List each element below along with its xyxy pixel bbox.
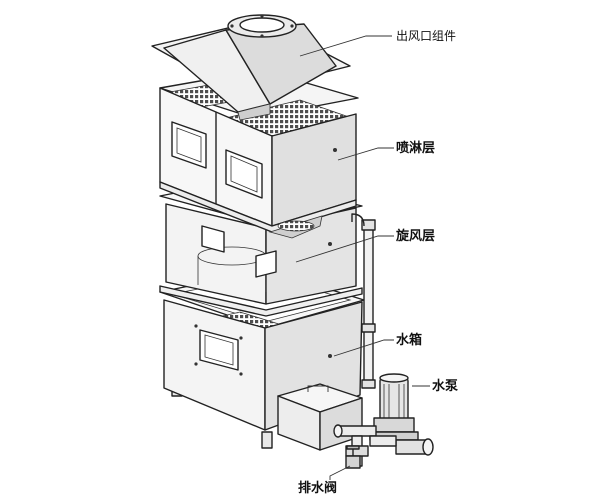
label-outlet-assembly: 出风口组件 xyxy=(396,29,456,43)
leader-spray xyxy=(337,147,394,161)
cyclone-window-right-icon xyxy=(255,250,277,278)
leader-outlet xyxy=(299,35,392,57)
outlet-assembly xyxy=(151,14,351,121)
leader-valve xyxy=(329,465,351,480)
water-pump-icon xyxy=(369,373,434,456)
label-spray-layer: 喷淋层 xyxy=(396,140,435,156)
drain-valve-icon xyxy=(345,445,361,469)
label-water-pump: 水泵 xyxy=(432,378,458,394)
spray-window-left-icon xyxy=(171,121,207,169)
label-drain-valve: 排水阀 xyxy=(298,480,337,496)
riser-pipe-icon xyxy=(351,213,376,389)
drain-piping xyxy=(333,424,397,467)
auxiliary-water-box xyxy=(277,383,363,451)
spray-window-right-icon xyxy=(225,149,263,199)
tank-window-icon xyxy=(199,329,239,371)
cyclone-window-left-icon xyxy=(201,225,225,253)
label-water-tank: 水箱 xyxy=(396,332,422,348)
leader-cyclone xyxy=(295,235,394,263)
leader-tank xyxy=(333,339,394,357)
label-cyclone-layer: 旋风层 xyxy=(395,228,435,244)
